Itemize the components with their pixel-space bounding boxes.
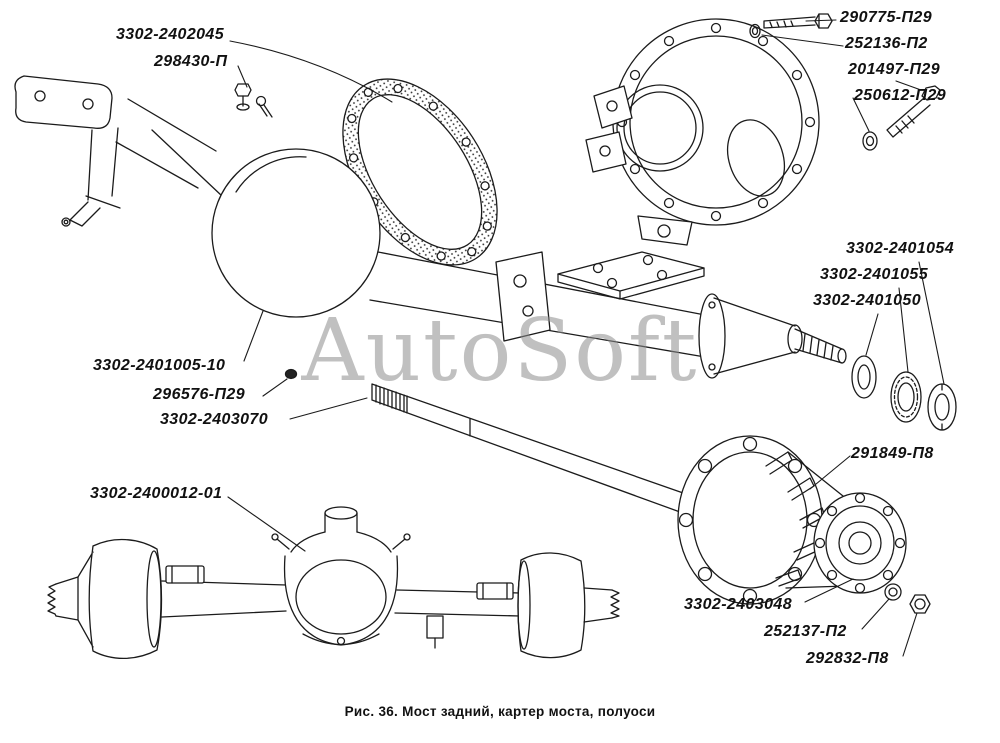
part-number-label: 3302-2401054 (846, 240, 955, 257)
axle-shaft-drawing (371, 383, 687, 513)
part-number-label: 298430-П (154, 53, 228, 70)
part-number-label: 3302-2401005-10 (93, 357, 226, 374)
part-number-label: 201497-П29 (848, 61, 941, 78)
part-number-label: 252136-П2 (845, 35, 928, 52)
part-number-label: 3302-2401055 (820, 266, 929, 283)
part-number-label: 290775-П29 (840, 9, 933, 26)
assembled-axle-drawing (47, 506, 620, 659)
bolt-290775-drawing (749, 13, 833, 39)
part-number-label: 3302-2402045 (116, 26, 225, 43)
leader-lines (227, 19, 945, 657)
part-number-label: 291849-П8 (851, 445, 934, 462)
part-number-label: 3302-2400012-01 (90, 485, 223, 502)
part-number-label: 3302-2403048 (684, 596, 793, 613)
figure-caption: Рис. 36. Мост задний, картер моста, полу… (344, 704, 656, 719)
part-number-label: 252137-П2 (764, 623, 847, 640)
bolt-201497-drawing (862, 85, 941, 151)
part-number-label: 3302-2403070 (160, 411, 269, 428)
part-number-label: 296576-П29 (153, 386, 246, 403)
spindle-rings-drawing (851, 355, 957, 431)
part-number-label: 250612-П29 (854, 87, 947, 104)
axle-housing-drawing (14, 75, 847, 380)
hub-flange-drawing (677, 435, 907, 605)
part-number-label: 3302-2401050 (813, 292, 922, 309)
part-number-label: 292832-П8 (806, 650, 889, 667)
carrier-housing-drawing (585, 18, 820, 246)
washer-nut-drawing (884, 583, 931, 614)
